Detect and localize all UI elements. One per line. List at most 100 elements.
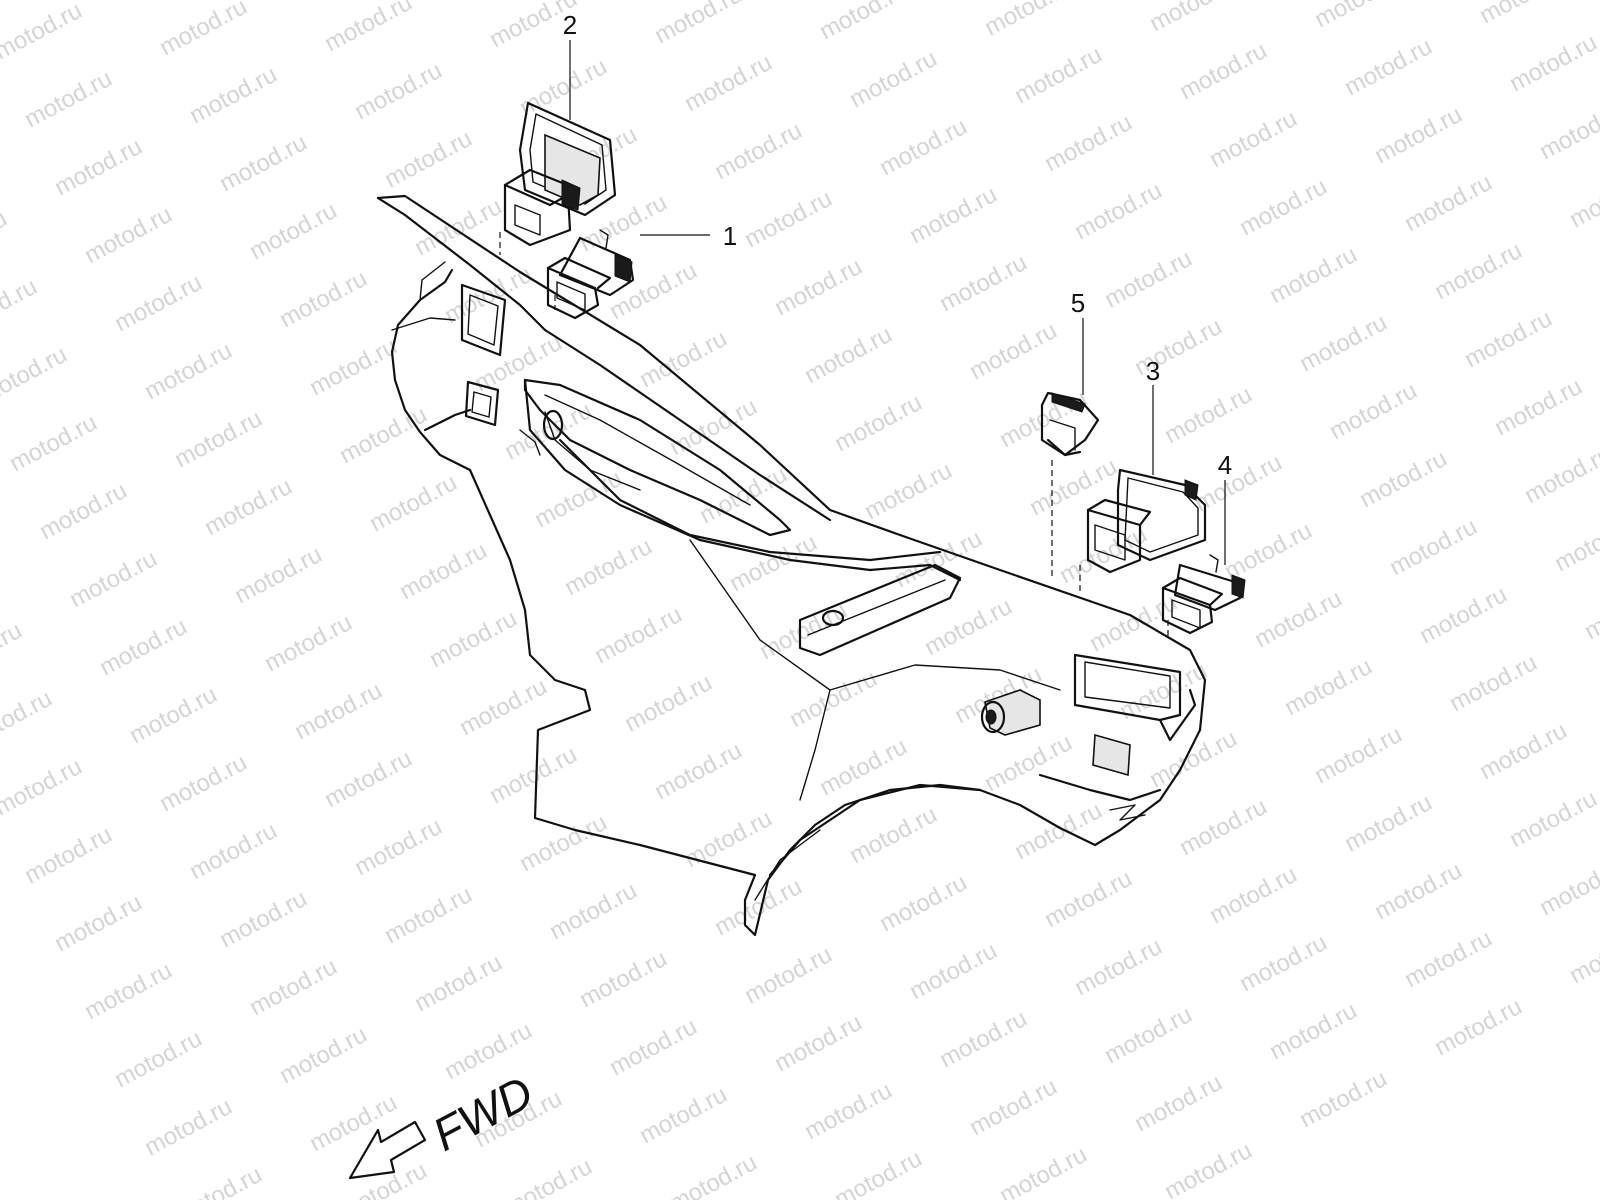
callout-4: 4 [1218, 450, 1232, 480]
watermark-text: motod.ru [170, 405, 266, 473]
watermark-text: motod.ru [500, 1153, 596, 1200]
watermark-text: motod.ru [245, 197, 341, 265]
watermark-text: motod.ru [1295, 1065, 1391, 1133]
watermark-text: motod.ru [515, 53, 611, 121]
watermark-text: motod.ru [1100, 245, 1196, 313]
watermark-text: motod.ru [20, 821, 116, 889]
watermark-text: motod.ru [845, 801, 941, 869]
watermark-text: motod.ru [635, 325, 731, 393]
watermark-text: motod.ru [830, 389, 926, 457]
watermark-text: motod.ru [305, 333, 401, 401]
watermark-text: motod.ru [245, 953, 341, 1021]
watermark-text: motod.ru [965, 317, 1061, 385]
watermark-text: motod.ru [1235, 173, 1331, 241]
watermark-text: motod.ru [695, 461, 791, 529]
watermark-text: motod.ru [710, 873, 806, 941]
watermark-text: motod.ru [95, 613, 191, 681]
watermark-text: motod.ru [515, 809, 611, 877]
watermark-text: motod.ru [905, 937, 1001, 1005]
watermark-text: motod.ru [1520, 441, 1600, 509]
watermark-text: motod.ru [1145, 725, 1241, 793]
watermark-text: motod.ru [110, 1025, 206, 1093]
watermark-text: motod.ru [215, 129, 311, 197]
watermark-text: motod.ru [875, 869, 971, 937]
watermark-text: motod.ru [650, 0, 746, 49]
watermark-text: motod.ru [620, 669, 716, 737]
watermark-text: motod.ru [1325, 377, 1421, 445]
watermark-text: motod.ru [845, 45, 941, 113]
watermark-text: motod.ru [1250, 585, 1346, 653]
watermark-text: motod.ru [290, 677, 386, 745]
watermark-text: motod.ru [545, 877, 641, 945]
watermark-text: motod.ru [80, 957, 176, 1025]
watermark-text: motod.ru [830, 1145, 926, 1200]
watermark-text: motod.ru [1580, 577, 1600, 645]
watermark-text: motod.ru [110, 269, 206, 337]
body-panel [376, 194, 1207, 937]
watermark-text: motod.ru [1370, 101, 1466, 169]
watermark-text: motod.ru [1130, 1069, 1226, 1137]
watermark-text: motod.ru [710, 117, 806, 185]
watermark-text: motod.ru [0, 617, 26, 685]
watermark-text: motod.ru [1550, 509, 1600, 577]
watermark-text: motod.ru [815, 0, 911, 45]
watermark-text: motod.ru [1160, 1137, 1256, 1200]
watermark-text: motod.ru [1205, 861, 1301, 929]
watermark-text: motod.ru [350, 813, 446, 881]
watermark-text: motod.ru [320, 0, 416, 57]
watermark-text: motod.ru [260, 609, 356, 677]
watermark-text: motod.ru [50, 889, 146, 957]
watermark-text: motod.ru [1490, 373, 1586, 441]
watermark-text: motod.ru [935, 249, 1031, 317]
watermark-text: motod.ru [1145, 0, 1241, 37]
watermark-text: motod.ru [1280, 653, 1376, 721]
watermark-text: motod.ru [995, 1141, 1091, 1200]
watermark-text: motod.ru [575, 945, 671, 1013]
watermark-text: motod.ru [275, 265, 371, 333]
watermark-text: motod.ru [380, 881, 476, 949]
watermark-text: motod.ru [1310, 0, 1406, 33]
watermark-text: motod.ru [935, 1005, 1031, 1073]
watermark-text: motod.ru [0, 205, 11, 273]
watermark-text: motod.ru [800, 1077, 896, 1145]
watermark-text: motod.ru [1175, 793, 1271, 861]
watermark-text: motod.ru [350, 57, 446, 125]
watermark-text: motod.ru [1415, 581, 1511, 649]
watermark-text: motod.ru [1055, 521, 1151, 589]
watermark-text: motod.ru [380, 125, 476, 193]
watermark-text: motod.ru [410, 949, 506, 1017]
watermark-text: motod.ru [1505, 785, 1600, 853]
watermark-text: motod.ru [215, 885, 311, 953]
watermark-text: motod.ru [1175, 37, 1271, 105]
watermark-text: motod.ru [560, 533, 656, 601]
watermark-text: motod.ru [1265, 241, 1361, 309]
watermark-text: motod.ru [1160, 381, 1256, 449]
watermark-text: motod.ru [995, 385, 1091, 453]
watermark-text: motod.ru [1130, 313, 1226, 381]
watermark-text: motod.ru [1430, 993, 1526, 1061]
knob-icon [980, 689, 1041, 736]
part-5-connector [1040, 391, 1100, 457]
watermark-text: motod.ru [1070, 933, 1166, 1001]
watermark-text: motod.ru [650, 737, 746, 805]
watermark-text: motod.ru [680, 805, 776, 873]
watermark-text: motod.ru [740, 941, 836, 1009]
watermark-text: motod.ru [1535, 853, 1600, 921]
watermark-text: motod.ru [740, 185, 836, 253]
watermark-text: motod.ru [1010, 41, 1106, 109]
watermark-text: motod.ru [395, 537, 491, 605]
watermark-text: motod.ru [125, 681, 221, 749]
watermark-text: motod.ru [275, 1021, 371, 1089]
watermark-text: motod.ru [1040, 109, 1136, 177]
part-2-connector [503, 101, 617, 247]
watermark-text: motod.ru [1400, 169, 1496, 237]
watermark-text: motod.ru [1070, 177, 1166, 245]
part-4-connector [1161, 554, 1246, 635]
watermark-text: motod.ru [140, 1093, 236, 1161]
watermark-text: motod.ru [170, 1161, 266, 1200]
watermark-text: motod.ru [1025, 453, 1121, 521]
watermark-text: motod.ru [1565, 921, 1600, 989]
watermark-text: motod.ru [1535, 97, 1600, 165]
watermark-text: motod.ru [1040, 865, 1136, 933]
